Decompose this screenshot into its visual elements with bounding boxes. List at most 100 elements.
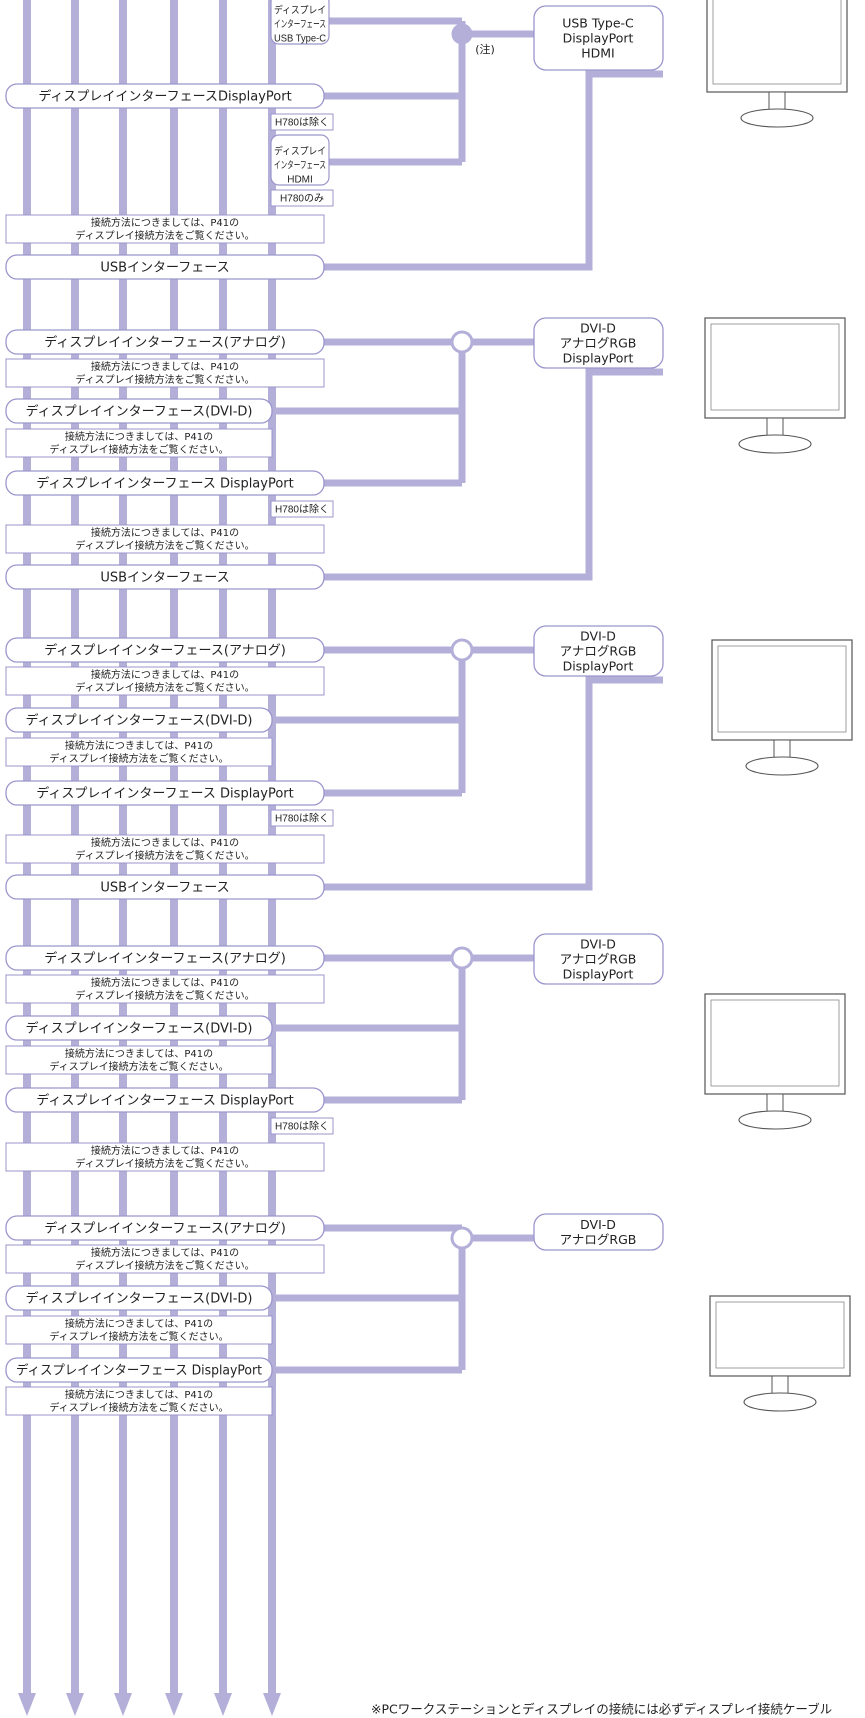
note-box [5,974,325,1004]
down-arrow-icon [165,1693,183,1716]
monitor-port-label: アナログRGB [560,644,637,659]
model-tag-label: H780は除く [275,1120,329,1133]
note-box [5,834,325,864]
interface-pill [5,1087,325,1113]
note-marker-label: (注) [475,42,495,56]
note-text: 接続方法につきましては、P41の [65,739,213,752]
interface-label: ディスプレイインターフェース(アナログ) [44,643,286,659]
interface-pill [5,564,325,590]
monitor-port-label: アナログRGB [560,1232,637,1247]
note-text: 接続方法につきましては、P41の [65,1388,213,1401]
monitor-port-label: DVI-D [580,937,616,952]
note-text: 接続方法につきましては、P41の [91,836,239,849]
interface-label: USBインターフェース [100,571,229,586]
interface-label: ディスプレイインターフェース(DVI-D) [25,1291,252,1307]
interface-label: ディスプレイインターフェースDisplayPort [38,89,291,105]
note-text: 接続方法につきましては、P41の [91,1144,239,1157]
monitor-port-box [533,5,664,71]
interface-pill [5,1215,325,1241]
model-tag [270,113,334,131]
interface-label: ディスプレイインターフェース DisplayPort [36,476,293,492]
note-text: ディスプレイ接続方法をご覧ください。 [49,1330,228,1343]
interface-pill [5,83,325,109]
note-box [5,524,325,554]
monitor-port-label: アナログRGB [560,952,637,967]
monitor-icon [711,639,853,776]
note-text: ディスプレイ接続方法をご覧ください。 [49,752,228,765]
monitor-port-label: DisplayPort [563,967,634,982]
note-box [5,1045,273,1075]
note-box [5,1315,273,1345]
note-box [5,1142,325,1172]
note-text: ディスプレイ接続方法をご覧ください。 [75,989,254,1002]
interface-small-label: インターフェース [274,19,326,31]
monitors [704,0,853,1412]
note-text: 接続方法につきましては、P41の [91,976,239,989]
interface-pill [5,874,325,900]
monitor-port-label: DisplayPort [563,659,634,674]
note-text: ディスプレイ接続方法をご覧ください。 [75,681,254,694]
interface-pill [5,945,325,971]
monitor-port-label: DisplayPort [563,31,634,46]
monitor-port-box [533,317,664,369]
note-text: ディスプレイ接続方法をご覧ください。 [75,1157,254,1170]
note-box [5,1386,273,1416]
interface-pill [5,1015,273,1041]
note-text: 接続方法につきましては、P41の [91,526,239,539]
interface-small-label: インターフェース [274,160,326,172]
monitor-icon [709,1295,851,1412]
note-text: ディスプレイ接続方法をご覧ください。 [75,849,254,862]
junction-node [450,1226,474,1250]
interface-small-label: ディスプレイ [274,145,326,158]
note-box [5,666,325,696]
model-tag-label: H780は除く [275,503,329,516]
interface-label: ディスプレイインターフェース DisplayPort [36,1093,293,1109]
interface-label: ディスプレイインターフェース(DVI-D) [25,404,252,420]
interface-pill [5,1285,273,1311]
interface-label: USBインターフェース [100,881,229,896]
junction-node [450,330,474,354]
interface-pill [5,329,325,355]
monitor-port-label: DisplayPort [563,351,634,366]
monitor-port-label: USB Type-C [562,16,634,31]
model-tag-label: H780は除く [275,116,329,129]
usb-cable-line [324,70,663,271]
monitor-port-label: HDMI [581,46,615,61]
down-arrow-icon [66,1693,84,1716]
interface-pill [5,780,325,806]
monitor-icon [706,0,848,128]
model-tag-label: H780は除く [275,812,329,825]
note-text: ディスプレイ接続方法をご覧ください。 [75,1259,254,1272]
interface-pill [5,470,325,496]
junction-node [450,946,474,970]
interface-label: ディスプレイインターフェース(アナログ) [44,335,286,351]
down-arrow-icon [214,1693,232,1716]
note-text: 接続方法につきましては、P41の [91,1246,239,1259]
monitor-port-box [533,1213,664,1251]
monitor-icon [704,993,846,1130]
usb-cable-line [324,676,663,891]
monitor-port-label: アナログRGB [560,336,637,351]
interface-label: ディスプレイインターフェース(DVI-D) [25,1021,252,1037]
interface-label: ディスプレイインターフェース(アナログ) [44,1221,286,1237]
down-arrow-icon [263,1693,281,1716]
interface-labels [5,0,664,1416]
junction-node [451,23,473,45]
monitor-port-box [533,625,664,677]
monitor-port-box [533,933,664,985]
note-box [5,428,273,458]
usb-cable-line [324,368,663,581]
note-text: ディスプレイ接続方法をご覧ください。 [75,539,254,552]
junction-node [450,638,474,662]
monitor-port-label: DVI-D [580,321,616,336]
model-tag [270,500,334,518]
note-text: 接続方法につきましては、P41の [91,216,239,229]
down-arrow-icon [18,1693,36,1716]
model-tag-label: H780のみ [280,194,324,205]
note-text: ディスプレイ接続方法をご覧ください。 [75,373,254,386]
interface-pill [5,637,325,663]
note-box [5,358,325,388]
note-text: 接続方法につきましては、P41の [91,360,239,373]
note-text: 接続方法につきましては、P41の [65,430,213,443]
